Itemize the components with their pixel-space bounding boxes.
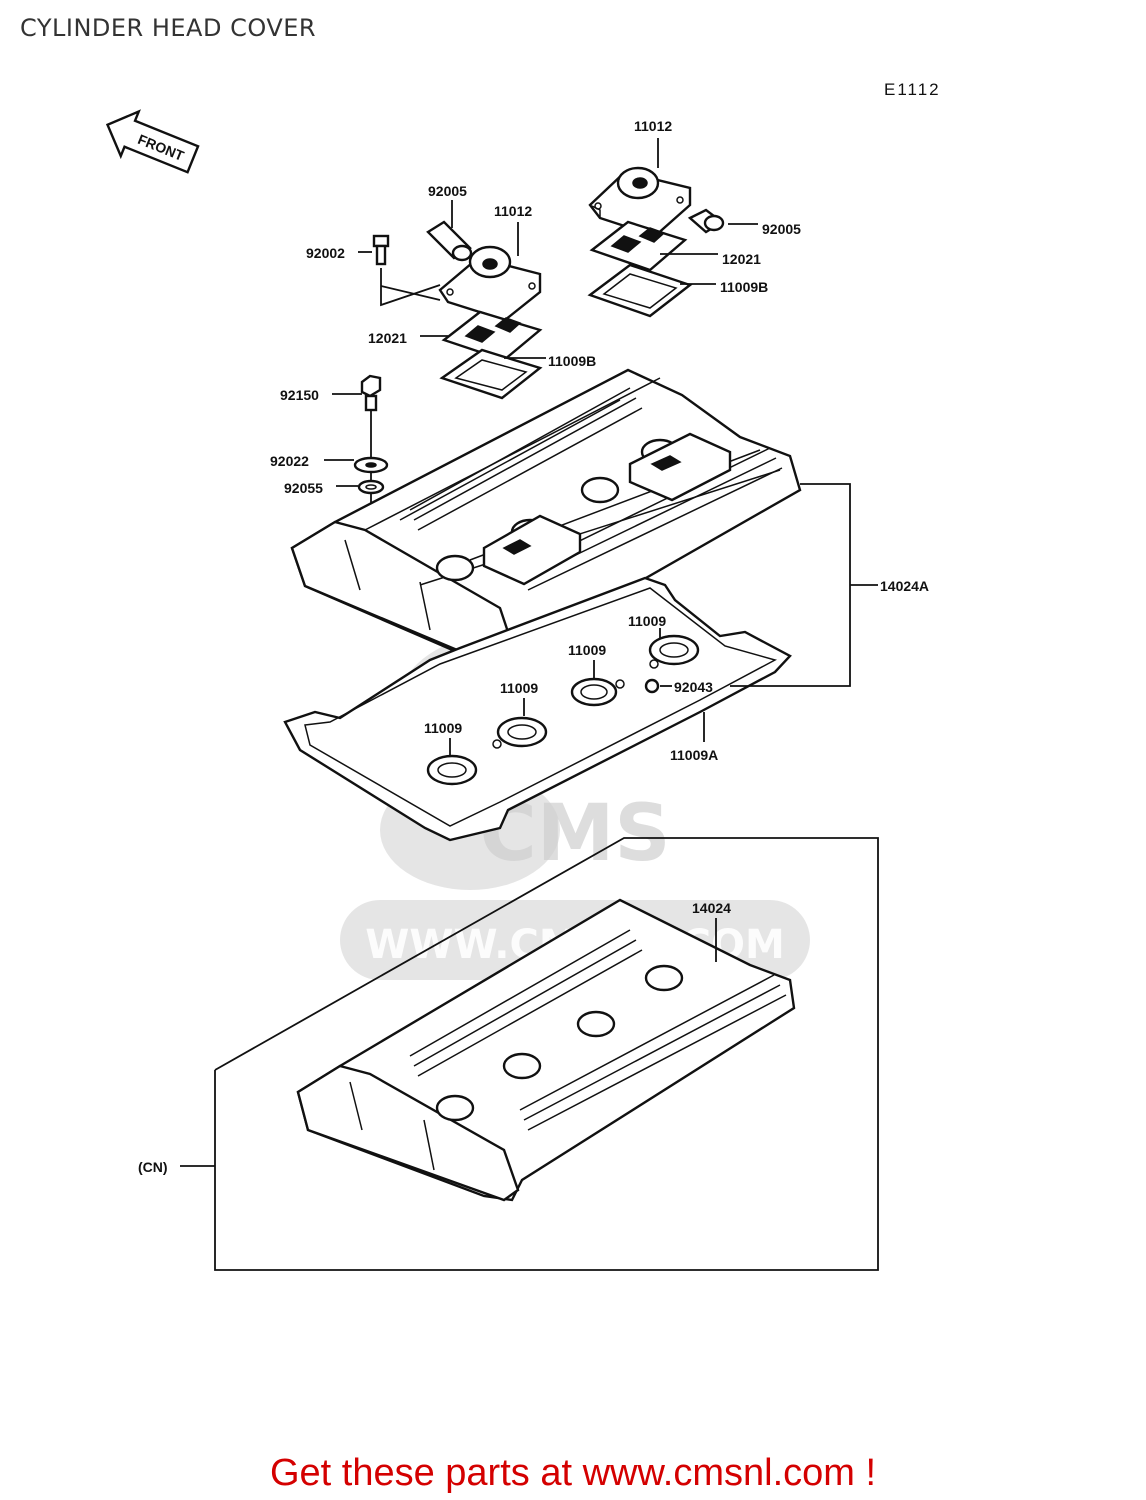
cylinder-head-cover-14024 xyxy=(296,898,796,1202)
label-92150: 92150 xyxy=(280,387,319,403)
label-11009-c: 11009 xyxy=(500,680,538,696)
label-92055: 92055 xyxy=(284,480,323,496)
label-92043: 92043 xyxy=(674,679,713,695)
label-11009-a: 11009 xyxy=(628,613,666,629)
washer-92055 xyxy=(357,479,385,495)
label-11009-b: 11009 xyxy=(568,642,606,658)
label-92002: 92002 xyxy=(306,245,345,261)
label-11012-top: 11012 xyxy=(634,118,672,134)
reed-valve-left xyxy=(438,245,543,400)
label-92005-right: 92005 xyxy=(762,221,801,237)
cap-92005-right xyxy=(687,208,725,234)
reed-valve-right xyxy=(587,166,693,318)
front-arrow-icon: FRONT xyxy=(105,109,200,174)
label-11009a: 11009A xyxy=(670,747,718,763)
seal-ring-11009-a xyxy=(648,634,700,669)
cap-92005-left xyxy=(426,220,473,262)
bolt-92150 xyxy=(360,374,382,412)
seal-ring-11009-d xyxy=(426,754,478,786)
label-14024a: 14024A xyxy=(880,578,929,594)
label-92005-left: 92005 xyxy=(428,183,467,199)
exploded-parts-diagram: CMS WWW.CMSNL.COM FRONT xyxy=(105,109,929,1271)
label-cn: (CN) xyxy=(138,1159,168,1175)
label-11009b-right: 11009B xyxy=(720,279,768,295)
label-12021-right: 12021 xyxy=(722,251,761,267)
bolt-92002 xyxy=(372,234,390,266)
label-11009-d: 11009 xyxy=(424,720,462,736)
leader-lines xyxy=(180,138,879,1271)
label-11012-left: 11012 xyxy=(494,203,532,219)
label-11009b-left: 11009B xyxy=(548,353,596,369)
label-14024: 14024 xyxy=(692,900,731,916)
label-92022: 92022 xyxy=(270,453,309,469)
page-title: CYLINDER HEAD COVER xyxy=(20,14,317,42)
diagram-code: E1112 xyxy=(884,80,941,99)
seal-ring-11009-b xyxy=(570,677,625,707)
label-12021-left: 12021 xyxy=(368,330,407,346)
promo-link-text[interactable]: Get these parts at www.cmsnl.com ! xyxy=(269,1452,877,1494)
seal-ring-11009-c xyxy=(492,716,548,749)
o-ring-92043 xyxy=(644,678,660,694)
part-labels: 11012 92005 12021 11009B 92005 11012 920… xyxy=(138,118,929,1175)
